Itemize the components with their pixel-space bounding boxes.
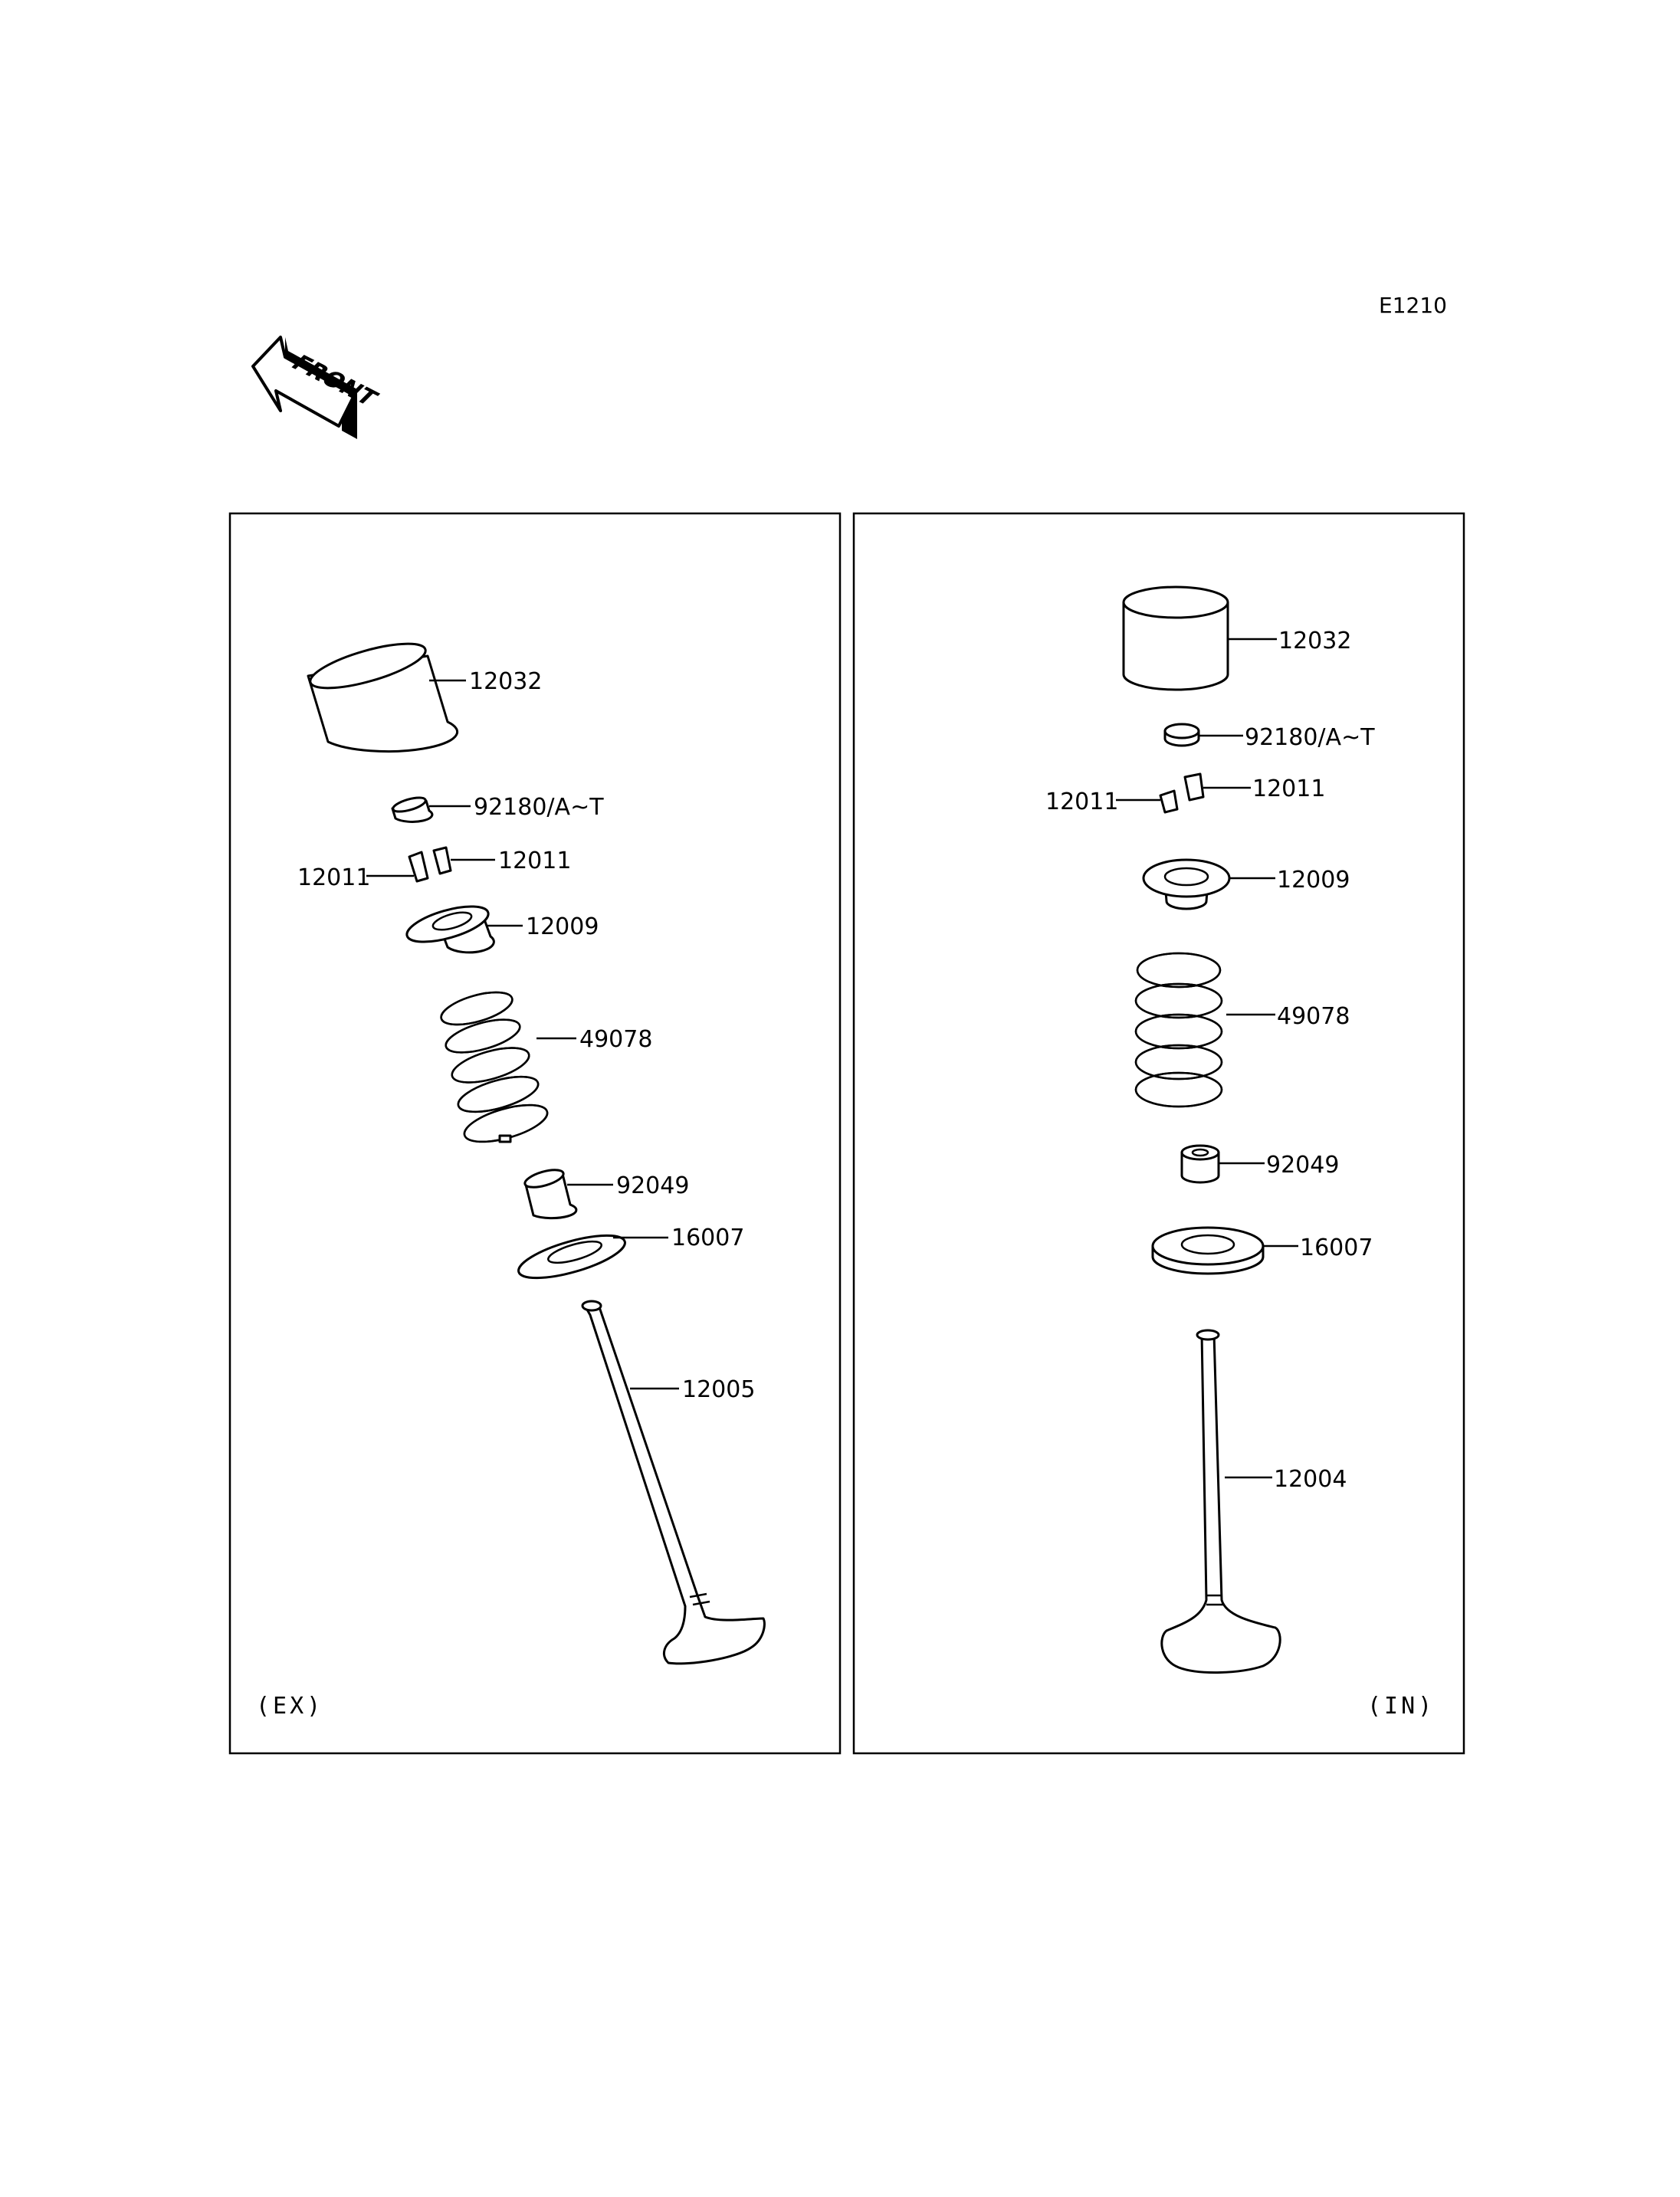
ex-seal-label: 92049: [616, 1172, 689, 1199]
in-retainer-label: 12009: [1277, 867, 1350, 894]
exhaust-panel: 12032 92180/A~T 12011 12011 12009: [228, 512, 842, 1755]
ex-retainer: [405, 905, 495, 954]
in-spring: [1134, 952, 1223, 1108]
in-cotter-right-label: 12011: [1252, 776, 1325, 802]
exhaust-panel-tag: (EX): [256, 1693, 323, 1720]
ex-tappet: [307, 642, 459, 753]
in-tappet: [1122, 585, 1229, 691]
in-cotter-left: [1159, 789, 1179, 814]
ex-spring-label: 49078: [579, 1026, 652, 1053]
ex-shim-label: 92180/A~T: [474, 794, 604, 821]
intake-panel-tag: (IN): [1367, 1693, 1435, 1720]
in-shim-label: 92180/A~T: [1245, 724, 1375, 751]
ex-seat-label: 16007: [671, 1225, 744, 1251]
ex-valve-label: 12005: [682, 1376, 755, 1403]
intake-panel-frame: [852, 512, 1465, 1755]
diagram-ref-code: E1210: [1379, 293, 1447, 318]
ex-shim: [391, 796, 434, 823]
ex-spring: [440, 991, 549, 1143]
in-valve-label: 12004: [1274, 1466, 1347, 1493]
ex-cotter-left-label: 12011: [297, 864, 370, 891]
ex-valve: [581, 1300, 766, 1665]
ex-seal: [523, 1169, 578, 1220]
in-seat: [1151, 1226, 1265, 1275]
ex-tappet-label: 12032: [469, 668, 542, 695]
in-spring-label: 49078: [1277, 1003, 1350, 1030]
ex-seat: [517, 1234, 626, 1280]
intake-panel: 12032 92180/A~T 12011 12011 12009: [852, 512, 1465, 1755]
in-tappet-label: 12032: [1278, 628, 1351, 654]
in-shim: [1163, 723, 1200, 747]
ex-cotter-right: [432, 846, 452, 875]
in-cotter-right: [1183, 772, 1205, 802]
in-cotter-left-label: 12011: [1045, 789, 1118, 815]
in-seal: [1180, 1144, 1220, 1184]
front-arrow-icon: FRONT: [251, 336, 383, 439]
ex-cotter-left: [408, 851, 429, 883]
in-retainer: [1142, 858, 1231, 910]
in-seat-label: 16007: [1300, 1235, 1373, 1261]
ex-cotter-right-label: 12011: [498, 848, 571, 874]
exhaust-panel-frame: [228, 512, 842, 1755]
in-seal-label: 92049: [1266, 1152, 1339, 1179]
ex-retainer-label: 12009: [526, 913, 599, 940]
in-valve: [1160, 1329, 1281, 1674]
